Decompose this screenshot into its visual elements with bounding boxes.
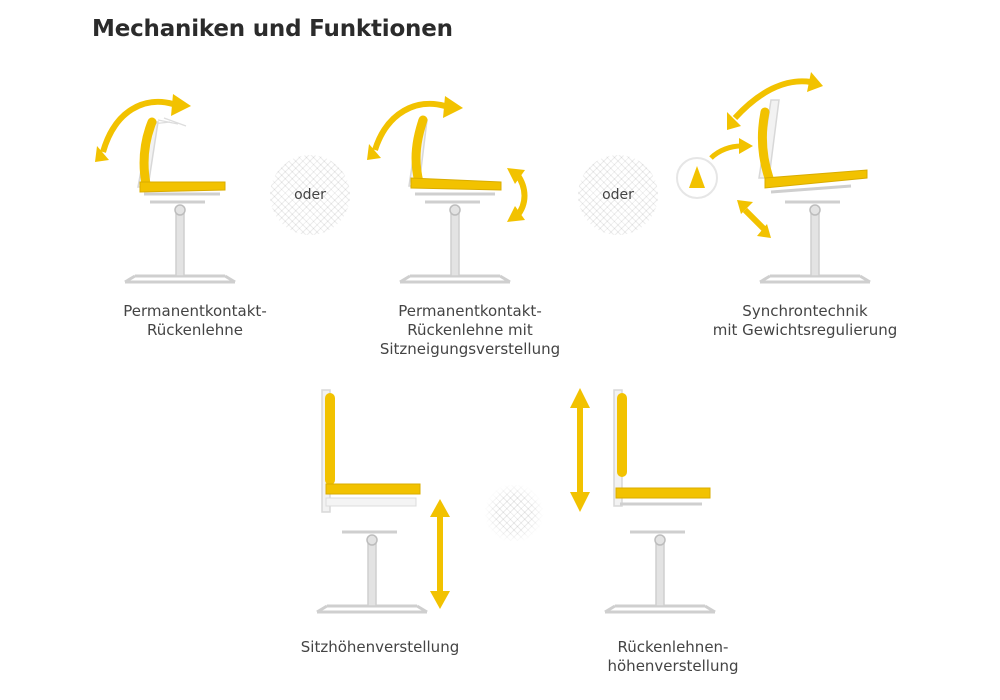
oder-label: oder: [294, 187, 326, 203]
chair-permanent-contact-illustration: [95, 94, 237, 284]
caption-line: Permanentkontakt-: [123, 302, 267, 320]
connector-pattern: [482, 485, 546, 541]
chair-permanent-contact-tilt-illustration: [367, 96, 528, 284]
caption-line: Permanentkontakt-: [398, 302, 542, 320]
page-title: Mechaniken und Funktionen: [92, 16, 453, 42]
caption-line: Rückenlehne: [146, 321, 244, 339]
oder-connector-1: oder: [270, 155, 350, 235]
oder-label: oder: [602, 187, 634, 203]
caption-line: Rückenlehnen-: [617, 638, 729, 656]
caption-permanent-contact-tilt: Permanentkontakt- Rückenlehne mit Sitzne…: [360, 302, 580, 359]
oder-connector-2: oder: [578, 155, 658, 235]
chair-backrest-height-illustration: [570, 388, 717, 614]
chair-seat-height-illustration: [315, 389, 450, 614]
caption-line: Sitzhöhenverstellung: [300, 638, 460, 656]
caption-line: höhenverstellung: [607, 657, 739, 675]
caption-line: Synchrontechnik: [742, 302, 868, 320]
chair-synchro-illustration: [676, 72, 872, 284]
caption-seat-height: Sitzhöhenverstellung: [280, 638, 480, 657]
caption-synchro: Synchrontechnik mit Gewichtsregulierung: [700, 302, 910, 340]
caption-line: Sitzneigungsverstellung: [379, 340, 561, 358]
caption-permanent-contact: Permanentkontakt- Rückenlehne: [105, 302, 285, 340]
caption-backrest-height: Rückenlehnen- höhenverstellung: [583, 638, 763, 676]
caption-line: Rückenlehne mit: [407, 321, 533, 339]
caption-line: mit Gewichtsregulierung: [712, 321, 898, 339]
